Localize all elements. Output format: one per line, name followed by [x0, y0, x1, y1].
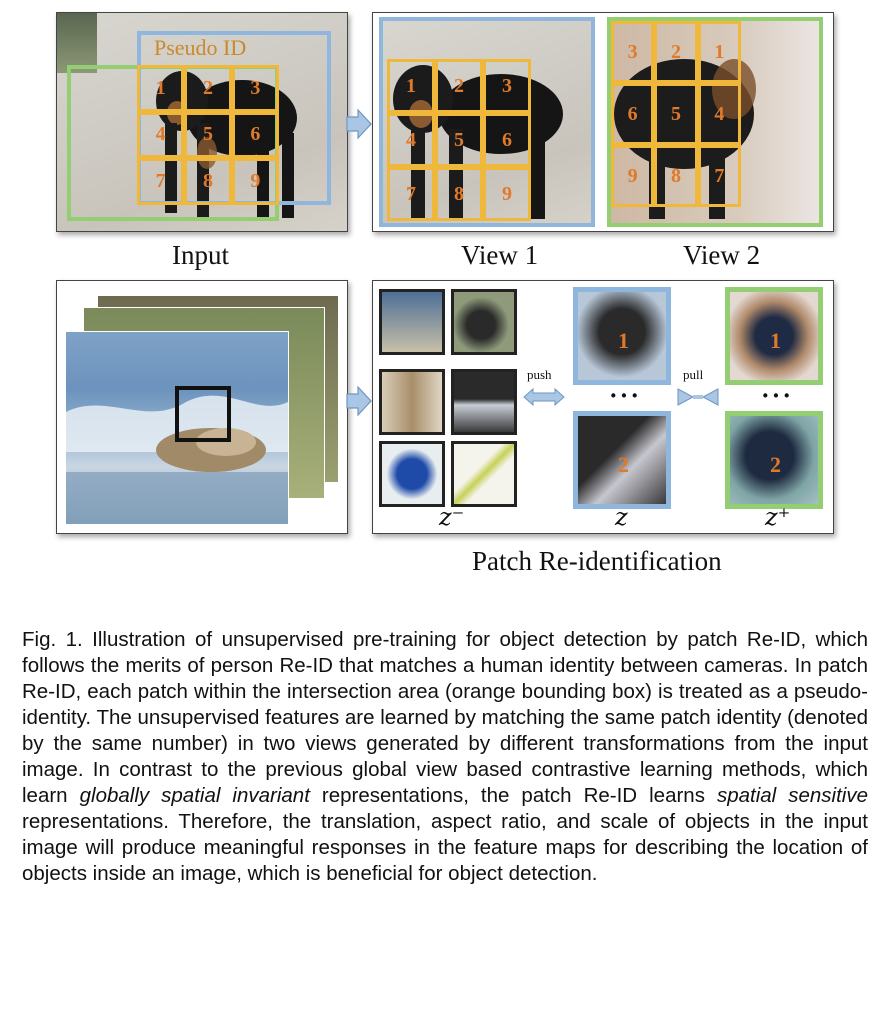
- patch-cell: 2: [184, 65, 232, 112]
- negative-patch-tile: [451, 369, 517, 435]
- patch-cell: 4: [697, 83, 741, 145]
- caption-emphasis: spatial sensitive: [716, 784, 868, 807]
- input-label: Input: [172, 240, 229, 270]
- patch-cell: 4: [387, 113, 435, 167]
- patch-cell: 6: [611, 83, 655, 145]
- patch-cell: 7: [697, 145, 741, 207]
- arrow-right-icon: [346, 385, 372, 417]
- patch-cell: 8: [435, 167, 483, 221]
- patch-cell: 7: [387, 167, 435, 221]
- ellipsis: ···: [761, 381, 794, 410]
- patch-cell: 1: [137, 65, 185, 112]
- negative-patch-tile: [379, 289, 445, 355]
- anchor-patch-tile: 1: [573, 287, 671, 385]
- pull-arrow-icon: [677, 388, 719, 406]
- patch-cell: 4: [137, 111, 185, 159]
- caption-text: representations. Therefore, the translat…: [22, 810, 868, 885]
- patch-cell: 3: [483, 59, 531, 113]
- patch-cell: 3: [231, 65, 279, 112]
- patch-cell: 8: [654, 145, 698, 207]
- positive-patch-tile: 2: [725, 411, 823, 509]
- ellipsis: ···: [609, 381, 642, 410]
- input-photo: [57, 13, 347, 231]
- patch-number: 1: [618, 328, 629, 353]
- patch-selection-box: [175, 386, 231, 442]
- view2-photo: [609, 19, 823, 225]
- patch-cell: 3: [611, 21, 655, 83]
- patch-cell: 9: [483, 167, 531, 221]
- positive-patch-tile: 1: [725, 287, 823, 385]
- negative-patch-tile: [451, 289, 517, 355]
- caption-emphasis: globally spatial invariant: [79, 784, 310, 807]
- patch-cell: 8: [184, 158, 232, 205]
- view1-blue-border: [379, 17, 595, 227]
- patch-cell: 7: [137, 158, 185, 205]
- patch-cell: 1: [387, 59, 435, 113]
- patch-number: 1: [770, 328, 781, 353]
- pseudo-id-label: Pseudo ID: [154, 35, 247, 60]
- arrow-right-icon: [346, 108, 372, 140]
- negative-patch-tile: [379, 369, 445, 435]
- pull-label: pull: [683, 367, 704, 382]
- push-label: push: [527, 367, 552, 382]
- figure-caption: Fig. 1. Illustration of unsupervised pre…: [22, 627, 868, 887]
- patch-reid-label: Patch Re-identification: [472, 546, 722, 576]
- patch-cell: 9: [611, 145, 655, 207]
- patch-cell: 6: [231, 111, 279, 159]
- input-patch-grid: 1 2 3 4 5 6 7 8 9: [137, 65, 279, 205]
- view2-label: View 2: [683, 240, 761, 270]
- push-arrow-icon: [523, 387, 565, 407]
- dog-image: [156, 71, 297, 218]
- z-label: z: [615, 503, 628, 531]
- anchor-patch-tile: 2: [573, 411, 671, 509]
- views-panel: 1 2 3 4 5 6 7 8 9 3 2 1 6 5 4 9 8 7: [372, 12, 834, 232]
- patch-cell: 2: [435, 59, 483, 113]
- caption-text: Fig. 1. Illustration of unsupervised pre…: [22, 628, 868, 807]
- image-stack-panel: [56, 280, 348, 534]
- patch-reid-panel: push 1 ··· 2 pull 1 ··· 2 z⁻ z z⁺: [372, 280, 834, 534]
- view1-patch-grid: 1 2 3 4 5 6 7 8 9: [387, 59, 531, 221]
- negative-patch-tile: [379, 441, 445, 507]
- patch-cell: 2: [654, 21, 698, 83]
- input-panel: Pseudo ID 1 2 3 4 5 6 7 8 9: [56, 12, 348, 232]
- patch-number: 2: [618, 452, 629, 477]
- patch-cell: 5: [184, 111, 232, 159]
- patch-cell: 5: [654, 83, 698, 145]
- patch-number: 2: [770, 452, 781, 477]
- negative-patch-tile: [451, 441, 517, 507]
- view2-patch-grid: 3 2 1 6 5 4 9 8 7: [611, 21, 741, 207]
- z-minus-label: z⁻: [439, 503, 465, 531]
- caption-text: representations, the patch Re-ID learns: [309, 784, 717, 807]
- z-plus-label: z⁺: [765, 503, 791, 531]
- view1-label: View 1: [461, 240, 539, 270]
- view2-green-border: [607, 17, 823, 227]
- patch-cell: 5: [435, 113, 483, 167]
- patch-cell: 6: [483, 113, 531, 167]
- patch-cell: 9: [231, 158, 279, 205]
- patch-cell: 1: [697, 21, 741, 83]
- view1-photo: [381, 19, 593, 225]
